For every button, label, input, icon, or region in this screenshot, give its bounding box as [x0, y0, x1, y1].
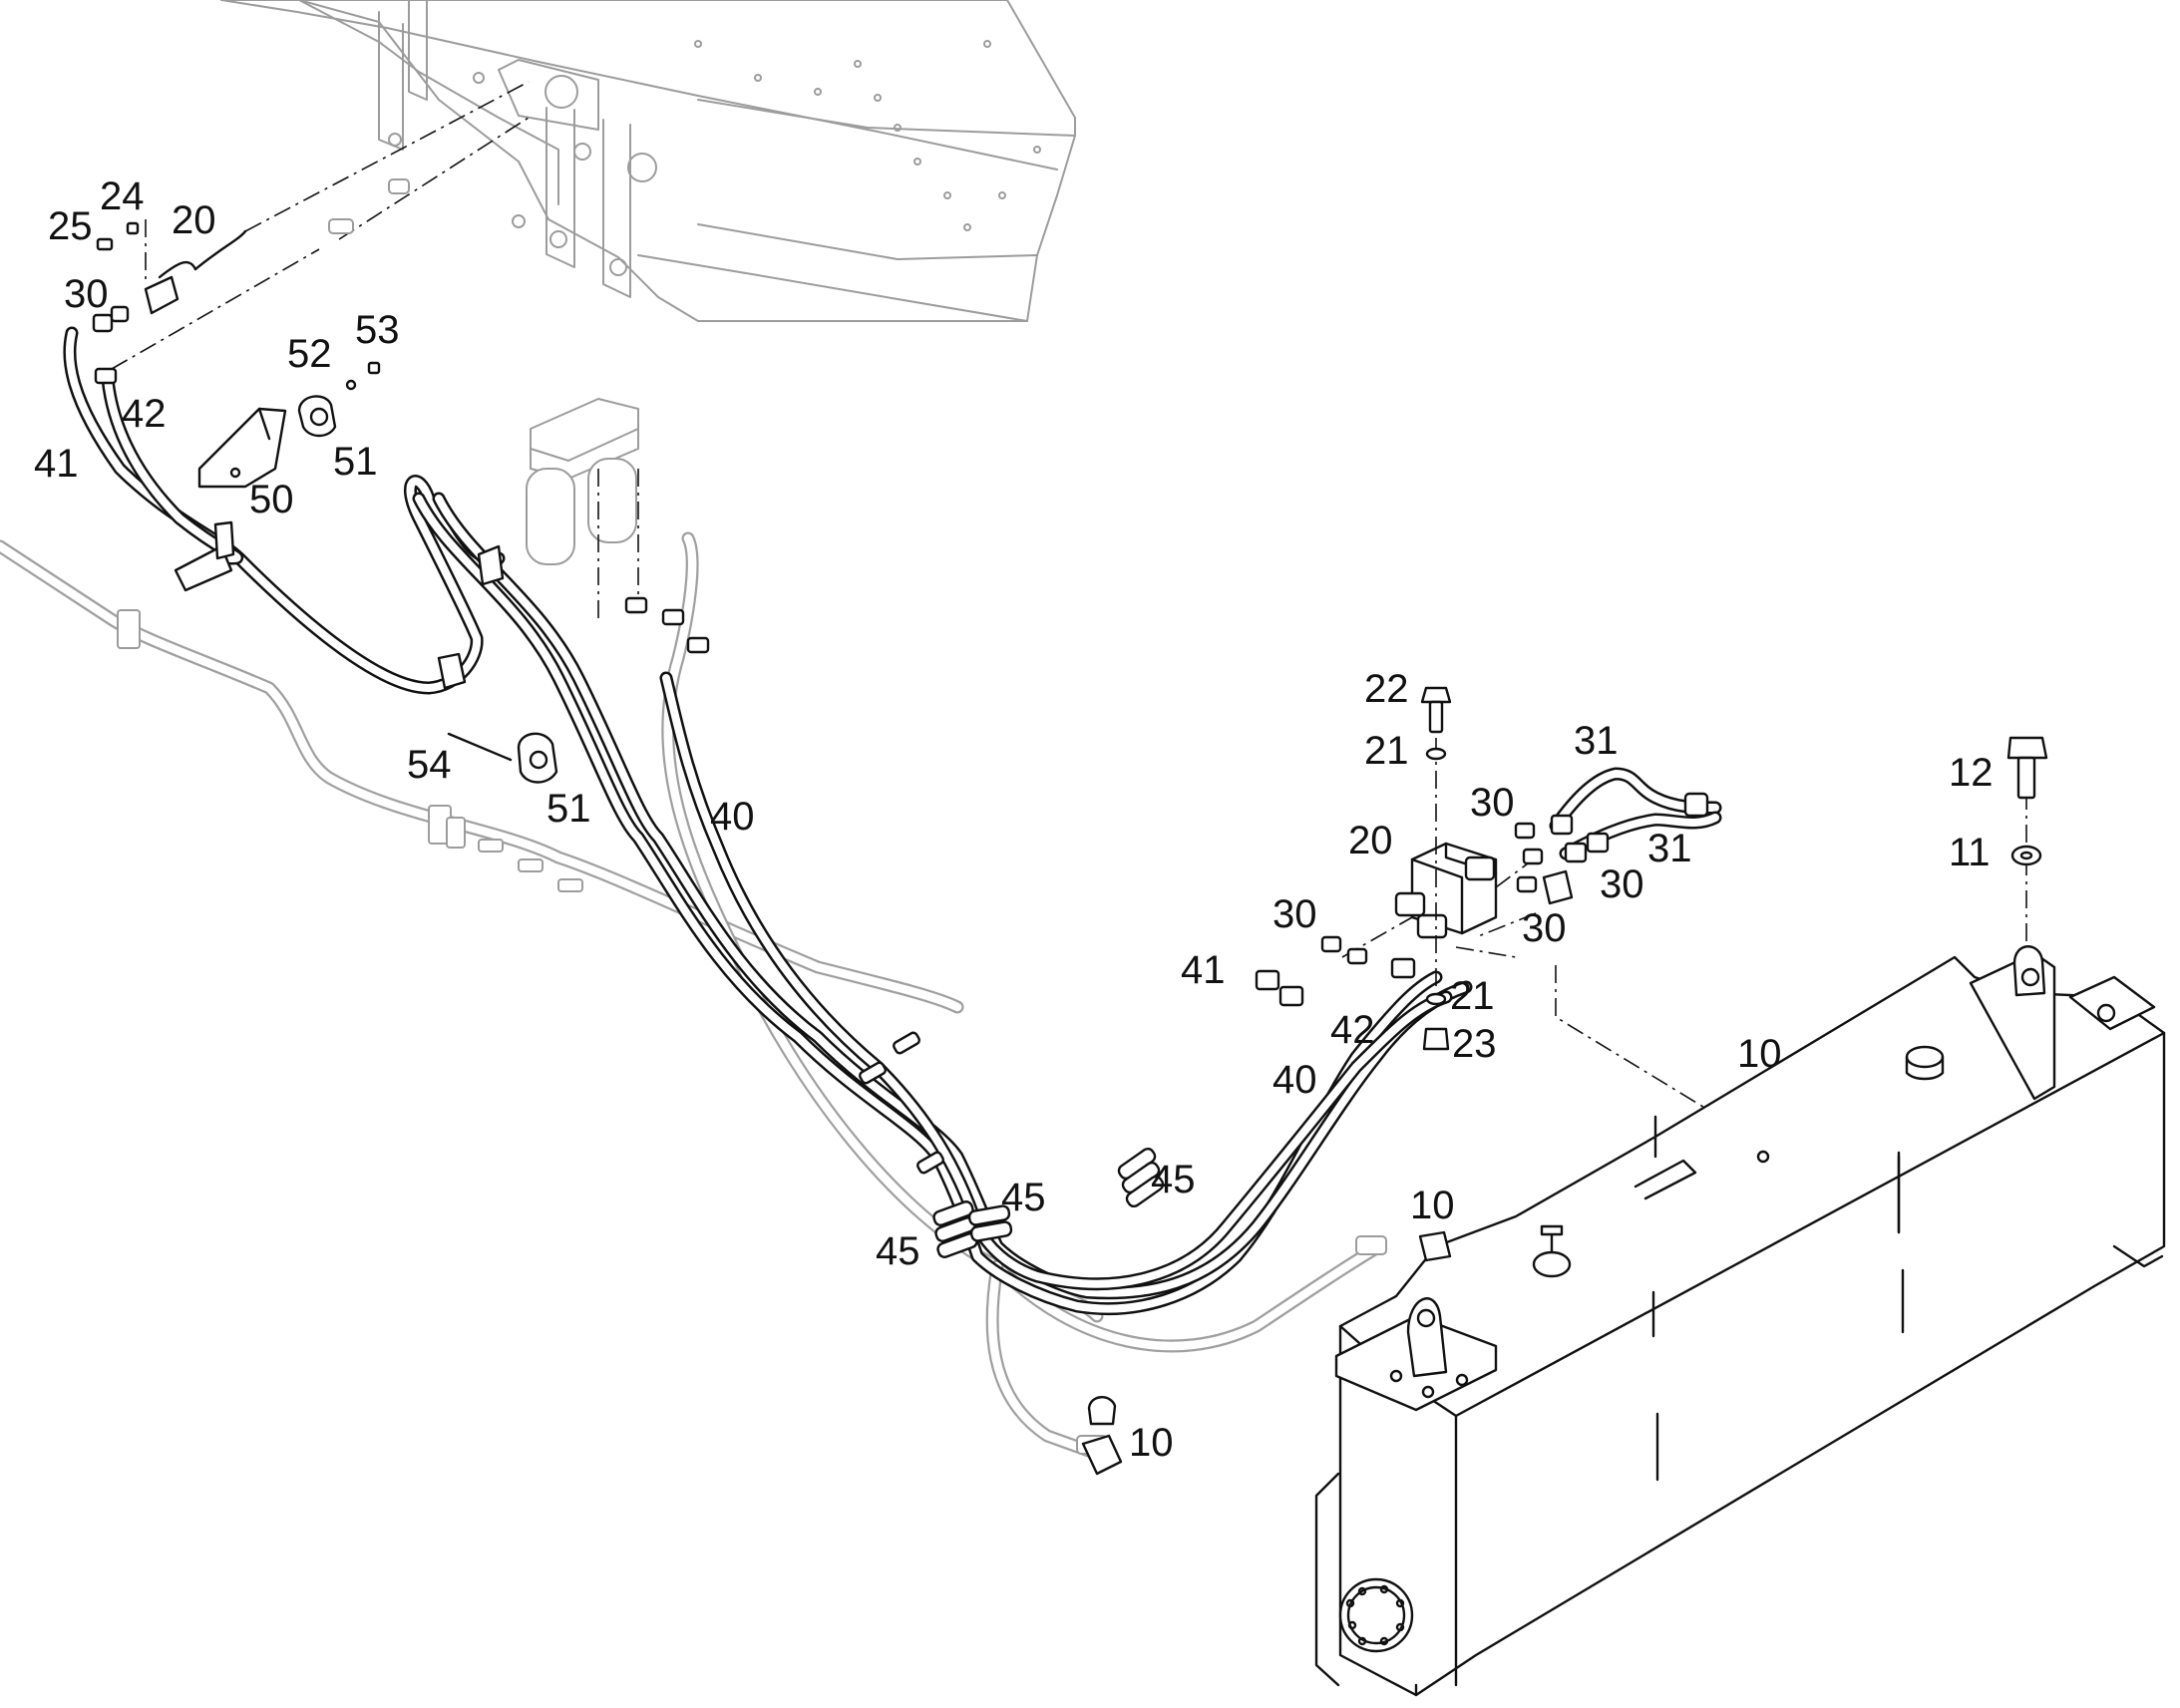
callout-25: 25 — [48, 204, 93, 248]
callout-52: 52 — [287, 332, 332, 376]
callout-45: 45 — [1151, 1158, 1196, 1201]
hose-41-left — [63, 326, 506, 695]
callout-30: 30 — [1600, 862, 1644, 906]
fitting-10-lower — [1081, 1230, 1452, 1476]
callout-31: 31 — [1574, 719, 1619, 763]
pipe-31 — [1549, 767, 1722, 863]
filter-assembly — [526, 398, 710, 654]
callout-53: 53 — [355, 308, 400, 352]
callout-10: 10 — [1129, 1421, 1174, 1465]
callout-30: 30 — [1272, 892, 1317, 936]
callout-11: 11 — [1949, 831, 1991, 874]
callout-10: 10 — [1410, 1184, 1455, 1227]
left-fittings — [92, 81, 530, 385]
fittings-30 — [1255, 822, 1574, 1007]
clamp-54-assembly — [447, 732, 558, 784]
callout-42: 42 — [1330, 1008, 1375, 1052]
callout-41: 41 — [1181, 948, 1226, 992]
callout-30: 30 — [1522, 906, 1567, 950]
callout-12: 12 — [1949, 751, 1994, 795]
callout-20: 20 — [172, 198, 216, 242]
valve-block-20 — [1341, 738, 1786, 1158]
callout-21: 21 — [1364, 729, 1409, 773]
callout-31: 31 — [1647, 827, 1692, 870]
callout-45: 45 — [876, 1229, 920, 1273]
callout-24: 24 — [100, 174, 145, 218]
callout-41: 41 — [34, 442, 79, 486]
gearbox-housing — [220, 0, 1076, 322]
callout-40: 40 — [710, 795, 755, 839]
hose-40 — [659, 671, 1453, 1291]
callout-42: 42 — [122, 392, 167, 436]
frame-pipe-left — [0, 539, 964, 1014]
callout-30: 30 — [1470, 781, 1515, 825]
callout-50: 50 — [249, 478, 294, 521]
clamp-51-top — [297, 361, 381, 438]
callout-22: 22 — [1364, 667, 1409, 711]
callout-20: 20 — [1348, 819, 1393, 862]
callout-labels: 25 24 20 30 52 53 42 41 51 50 54 51 40 2… — [34, 174, 1994, 1465]
bracket-50 — [197, 407, 287, 489]
clamp-45-group — [859, 1031, 1165, 1258]
bolt-22 — [1420, 686, 1452, 1051]
callout-51: 51 — [333, 440, 378, 484]
callout-21: 21 — [1450, 974, 1495, 1018]
callout-23: 23 — [1452, 1022, 1497, 1066]
callout-51: 51 — [546, 787, 591, 831]
callout-30: 30 — [64, 272, 109, 316]
hydraulic-tank — [1314, 792, 2166, 1697]
callout-10: 10 — [1737, 1032, 1782, 1076]
bracket-hose-left — [174, 520, 505, 690]
hose-bundle-main — [412, 492, 1473, 1315]
bolt-12 — [2006, 736, 2048, 866]
callout-54: 54 — [407, 743, 452, 787]
hose-42-left — [101, 372, 244, 565]
callout-40: 40 — [1272, 1058, 1317, 1102]
callout-45: 45 — [1001, 1176, 1046, 1219]
